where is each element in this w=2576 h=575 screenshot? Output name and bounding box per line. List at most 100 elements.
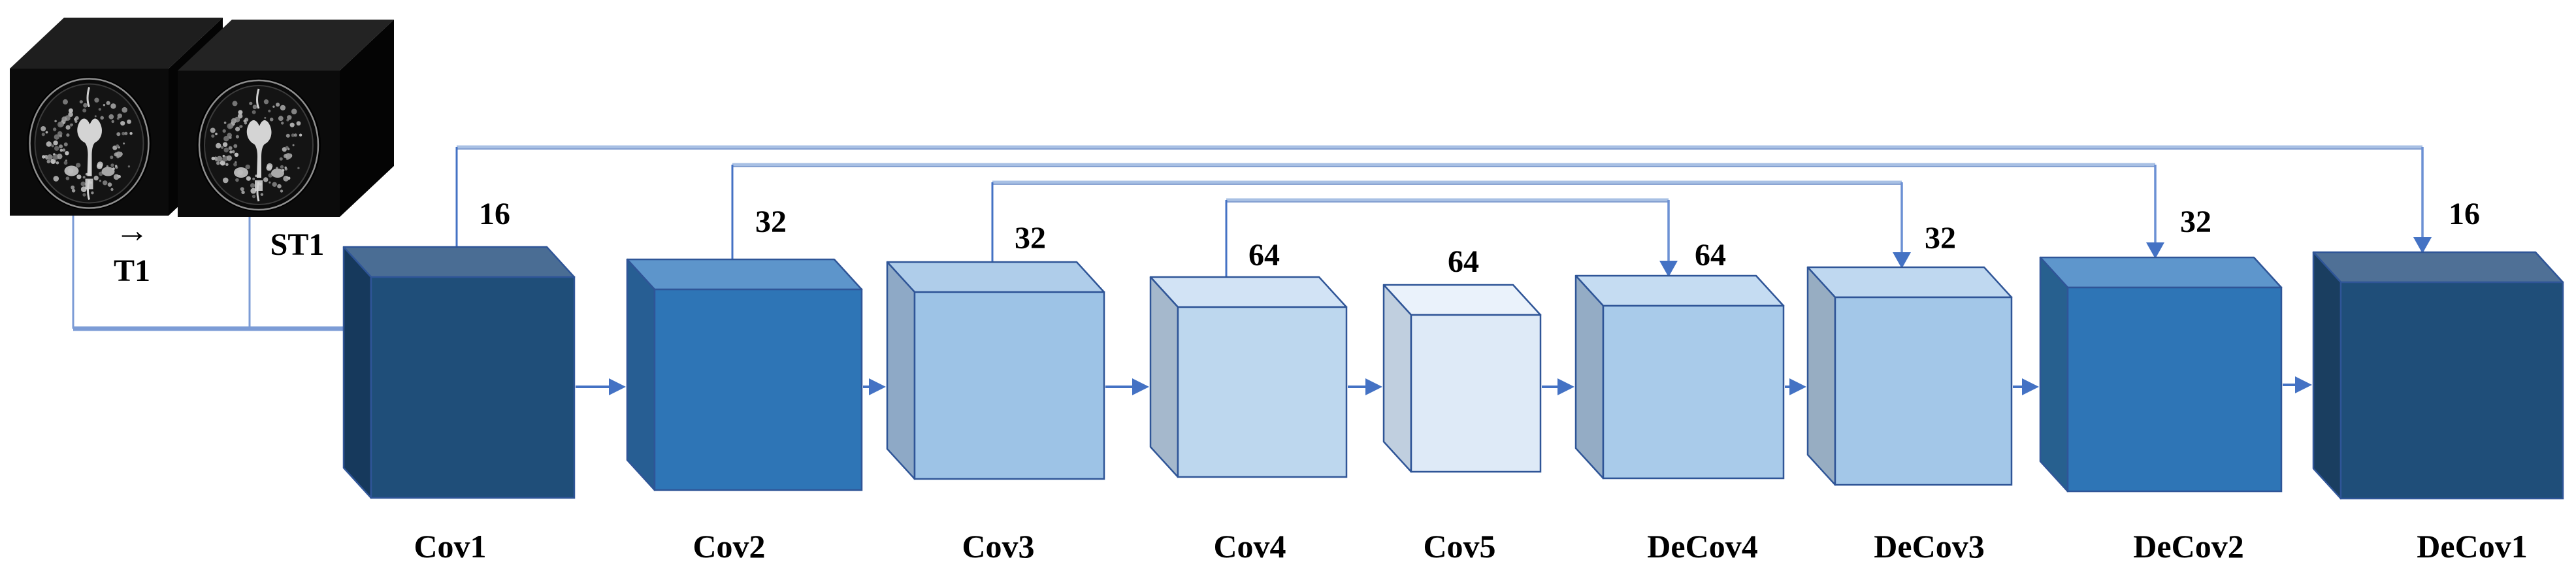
- layer-box-cov1: [342, 246, 576, 499]
- box-side-face: [342, 246, 372, 499]
- brain-texture-dot: [63, 99, 68, 105]
- flow-arrowhead: [1557, 378, 1574, 395]
- brain-texture-dot: [235, 178, 239, 182]
- brain-texture-dot: [97, 161, 103, 168]
- brain-texture-dot: [41, 126, 46, 131]
- brain-texture-dot: [223, 177, 229, 184]
- box-top-face: [2312, 251, 2564, 284]
- flow-arrow-decov4-decov3: [1785, 378, 1806, 395]
- brain-texture-dot: [110, 103, 116, 109]
- brain-texture-dot: [114, 152, 118, 157]
- layer-label-decov1: DeCov1: [2417, 528, 2527, 565]
- brain-texture-dot: [94, 97, 99, 103]
- flow-arrow-decov3-decov2: [2013, 378, 2039, 395]
- brain-texture-dot: [57, 154, 63, 159]
- box-side-face: [1382, 284, 1412, 473]
- skip-connection-cov1-decov1: [455, 145, 2432, 254]
- brain-texture-dot: [284, 154, 288, 158]
- box-top-face: [886, 261, 1105, 293]
- brain-texture-dot: [82, 108, 87, 113]
- brain-texture-dot: [52, 155, 58, 160]
- brain-texture-dot: [297, 167, 300, 169]
- layer-label-decov3: DeCov3: [1874, 528, 1984, 565]
- brain-texture-dot: [98, 108, 101, 111]
- brain-texture-dot: [80, 181, 86, 186]
- layer-box-cov4: [1149, 276, 1348, 478]
- flow-arrow-cov3-cov4: [1105, 378, 1149, 395]
- brain-texture-dot: [63, 142, 68, 146]
- brain-texture-dot: [278, 116, 284, 122]
- box-top-face: [626, 258, 863, 291]
- brain-texture-dot: [237, 113, 243, 119]
- brain-texture-dot: [82, 176, 86, 179]
- brain-texture-dot: [107, 182, 112, 187]
- channel-count-decov1: 16: [2449, 197, 2480, 231]
- brain-texture-dot: [76, 163, 81, 168]
- brain-texture-dot: [65, 151, 69, 156]
- brain-texture-dot: [244, 122, 248, 125]
- brain-texture-dot: [229, 136, 232, 139]
- flow-arrowhead: [2022, 378, 2039, 395]
- brain-texture-dot: [215, 159, 218, 161]
- brain-texture-dot: [216, 142, 221, 149]
- channel-count-cov3: 32: [1015, 221, 1046, 255]
- brain-texture-dot: [63, 161, 68, 165]
- brain-texture-dot: [216, 161, 220, 165]
- brain-texture-dot: [222, 142, 228, 147]
- brain-texture-dot: [82, 193, 86, 197]
- brain-texture-dot: [120, 121, 125, 126]
- flow-arrow-cov4-cov5: [1348, 378, 1382, 395]
- brain-texture-dot: [56, 161, 59, 165]
- brain-texture-dot: [59, 144, 63, 149]
- box-top-face: [1806, 266, 2013, 299]
- brain-texture-dot: [99, 180, 101, 182]
- brain-texture-dot: [233, 144, 238, 148]
- layer-box-decov3: [1806, 266, 2013, 486]
- channel-count-decov4: 64: [1695, 238, 1726, 272]
- layer-boxes-group: [342, 246, 2564, 500]
- flow-arrowhead: [1789, 378, 1806, 395]
- brain-texture-dot: [292, 144, 295, 146]
- layer-label-cov5: Cov5: [1423, 528, 1495, 565]
- skip-drop-arrowhead: [2146, 242, 2164, 259]
- brain-texture-dot: [106, 101, 110, 105]
- brain-texture-dot: [223, 122, 227, 124]
- brain-texture-dot: [235, 135, 239, 139]
- brain-texture-dot: [250, 183, 255, 188]
- layer-box-decov4: [1574, 274, 1785, 480]
- flow-arrow-decov2-decov1: [2283, 376, 2312, 393]
- bright-region: [271, 169, 284, 178]
- box-front-face: [1834, 296, 2013, 486]
- brain-texture-dot: [110, 156, 114, 159]
- brain-texture-dot: [276, 103, 280, 107]
- layer-label-cov2: Cov2: [693, 528, 765, 565]
- channel-count-cov2: 32: [755, 205, 787, 239]
- brain-texture-dot: [108, 114, 114, 120]
- t1-label: T1: [114, 254, 150, 288]
- brain-texture-dot: [233, 162, 237, 167]
- cube-top-face: [10, 18, 223, 69]
- brain-texture-dot: [215, 133, 218, 135]
- brain-texture-dot: [223, 147, 229, 153]
- brain-texture-dot: [299, 133, 302, 137]
- brain-texture-dot: [239, 125, 242, 129]
- channel-count-cov5: 64: [1448, 244, 1479, 279]
- brain-texture-dot: [59, 135, 63, 138]
- brain-texture-dot: [269, 118, 274, 122]
- labels-group: Cov116Cov232Cov332Cov464Cov564DeCov464De…: [114, 197, 2528, 565]
- brain-texture-dot: [103, 104, 106, 107]
- skip-drop-arrowhead: [1893, 252, 1911, 269]
- cube-top-face: [178, 20, 394, 71]
- box-front-face: [1602, 304, 1785, 480]
- brain-texture-dot: [211, 134, 215, 138]
- brain-texture-dot: [281, 122, 284, 125]
- brain-texture-dot: [245, 164, 250, 170]
- brain-texture-dot: [263, 99, 269, 105]
- brain-texture-dot: [110, 163, 114, 167]
- brain-texture-dot: [53, 176, 59, 182]
- brain-texture-dot: [284, 166, 287, 169]
- brain-texture-dot: [68, 112, 73, 117]
- flow-arrowhead: [609, 378, 626, 395]
- brain-texture-dot: [291, 133, 295, 137]
- brain-texture-dot: [210, 127, 216, 133]
